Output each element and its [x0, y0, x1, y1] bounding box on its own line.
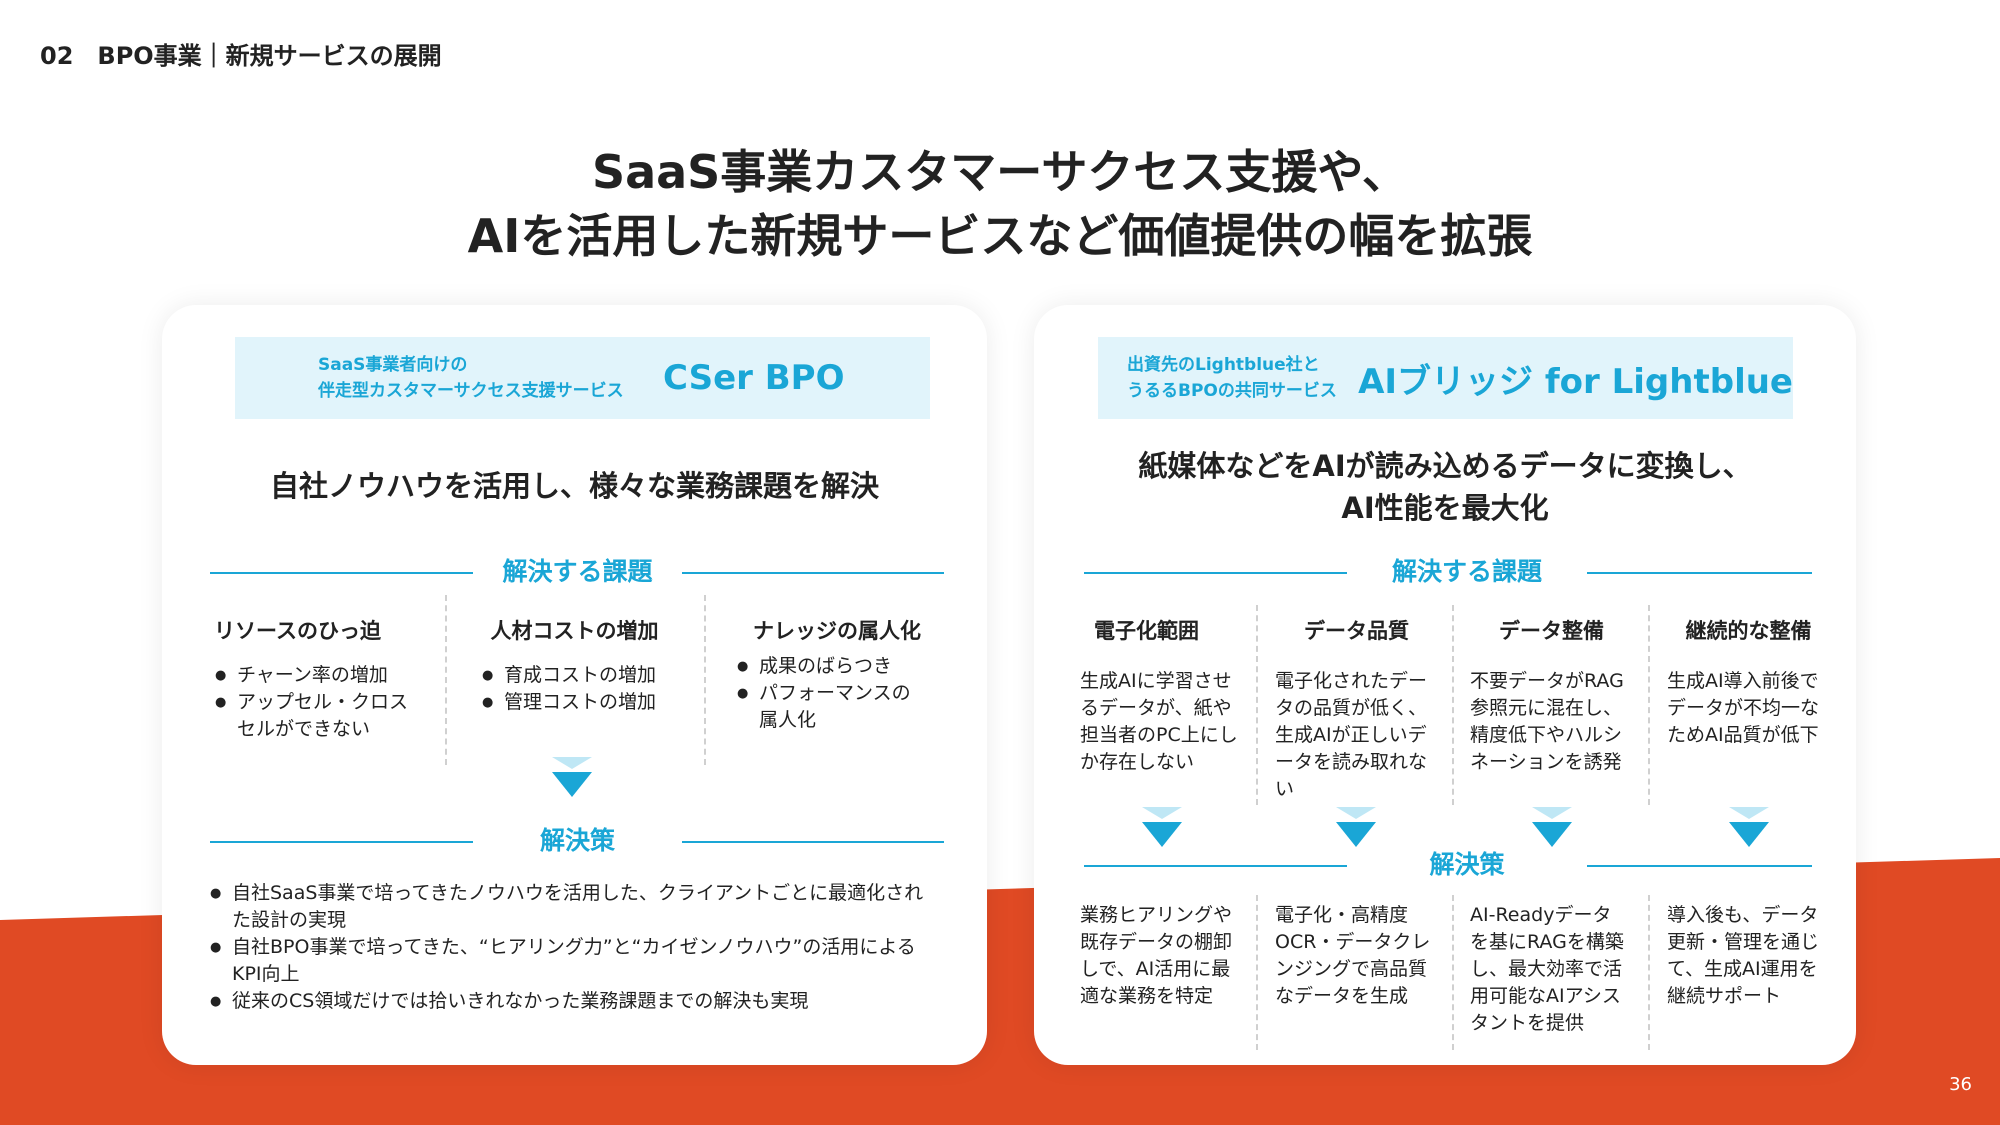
lead-text: 紙媒体などをAIが読み込めるデータに変換し、 AI性能を最大化 — [1034, 445, 1856, 529]
service-header: SaaS事業者向けの 伴走型カスタマーサクセス支援サービス CSer BPO — [235, 337, 930, 419]
service-subtitle: SaaS事業者向けの 伴走型カスタマーサクセス支援サービス — [318, 352, 663, 404]
list-item: チャーン率の増加 — [215, 662, 415, 689]
column-divider — [1256, 605, 1258, 805]
divider-line — [682, 572, 944, 574]
list-item: アップセル・クロスセルができない — [215, 689, 415, 743]
divider-line — [210, 841, 473, 843]
page-number: 36 — [1949, 1074, 1972, 1095]
solution-description: 導入後も、データ更新・管理を通じて、生成AI運用を継続サポート — [1667, 904, 1820, 1007]
down-arrow-icon — [1336, 807, 1376, 847]
column-divider — [704, 595, 706, 765]
solution-description: 業務ヒアリングや既存データの棚卸しで、AI活用に最適な業務を特定 — [1080, 904, 1233, 1007]
divider-line — [210, 572, 473, 574]
divider-line — [682, 841, 944, 843]
list-item: 成果のばらつき — [737, 653, 912, 680]
solution-bullets: 自社SaaS事業で培ってきたノウハウを活用した、クライアントごとに最適化された設… — [210, 880, 930, 1015]
issue-title: データ整備 — [1499, 619, 1604, 643]
column-divider — [445, 595, 447, 765]
column-divider — [1452, 895, 1454, 1050]
down-arrow-icon — [552, 757, 592, 797]
down-arrow-icon — [1142, 807, 1182, 847]
issue-title: 継続的な整備 — [1685, 619, 1812, 643]
divider-line — [1587, 572, 1812, 574]
issue-description: 生成AIに学習させるデータが、紙や担当者のPC上にしか存在しない — [1080, 670, 1238, 773]
list-item: 自社BPO事業で培ってきた、“ヒアリング力”と“カイゼンノウハウ”の活用によるK… — [210, 934, 930, 988]
lead-line1: 紙媒体などをAIが読み込めるデータに変換し、 — [1138, 449, 1752, 483]
service-subtitle-line1: 出資先のLightblue社と — [1127, 355, 1320, 375]
issue-description: 電子化されたデータの品質が低く、生成AIが正しいデータを読み取れない — [1275, 670, 1428, 800]
service-name: CSer BPO — [663, 358, 845, 398]
list-item: 管理コストの増加 — [482, 689, 682, 716]
down-arrow-icon — [1729, 807, 1769, 847]
solution-description: 電子化・高精度OCR・データクレンジングで高品質なデータを生成 — [1275, 904, 1431, 1007]
page-title-line1: SaaS事業カスタマーサクセス支援や、 — [591, 145, 1409, 199]
issue-bullets: 育成コストの増加 管理コストの増加 — [482, 662, 682, 716]
issue-bullets: チャーン率の増加 アップセル・クロスセルができない — [215, 662, 415, 743]
cser-bpo-card: SaaS事業者向けの 伴走型カスタマーサクセス支援サービス CSer BPO 自… — [162, 305, 987, 1065]
service-header: 出資先のLightblue社と うるるBPOの共同サービス AIブリッジ for… — [1098, 337, 1793, 419]
issue-title: 人材コストの増加 — [490, 619, 659, 643]
service-subtitle: 出資先のLightblue社と うるるBPOの共同サービス — [1127, 352, 1358, 404]
lead-line2: AI性能を最大化 — [1341, 491, 1549, 525]
section-title-issues: 解決する課題 — [502, 557, 653, 586]
service-subtitle-line2: 伴走型カスタマーサクセス支援サービス — [318, 381, 624, 401]
column-divider — [1648, 605, 1650, 805]
service-subtitle-line1: SaaS事業者向けの — [318, 355, 468, 375]
list-item: パフォーマンスの属人化 — [737, 680, 912, 734]
issue-title: リソースのひっ迫 — [214, 619, 381, 643]
list-item: 従来のCS領域だけでは拾いきれなかった業務課題までの解決も実現 — [210, 988, 930, 1015]
issue-title: ナレッジの属人化 — [753, 619, 921, 643]
issue-description: 不要データがRAG参照元に混在し、精度低下やハルシネーションを誘発 — [1470, 670, 1624, 773]
down-arrow-icon — [1532, 807, 1572, 847]
page-title-line2: AIを活用した新規サービスなど価値提供の幅を拡張 — [467, 209, 1533, 263]
issue-title: データ品質 — [1304, 619, 1409, 643]
page-title: SaaS事業カスタマーサクセス支援や、 AIを活用した新規サービスなど価値提供の… — [0, 140, 2000, 268]
list-item: 育成コストの増加 — [482, 662, 682, 689]
ai-bridge-card: 出資先のLightblue社と うるるBPOの共同サービス AIブリッジ for… — [1034, 305, 1856, 1065]
issue-description: 生成AI導入前後でデータが不均一なためAI品質が低下 — [1667, 670, 1820, 746]
issue-title: 電子化範囲 — [1094, 619, 1199, 643]
column-divider — [1452, 605, 1454, 805]
section-title-issues: 解決する課題 — [1391, 557, 1542, 586]
list-item: 自社SaaS事業で培ってきたノウハウを活用した、クライアントごとに最適化された設… — [210, 880, 930, 934]
lead-text: 自社ノウハウを活用し、様々な業務課題を解決 — [269, 469, 879, 503]
solution-description: AI-Readyデータを基にRAGを構築し、最大効率で活用可能なAIアシスタント… — [1470, 904, 1624, 1034]
column-divider — [1256, 895, 1258, 1050]
column-divider — [1648, 895, 1650, 1050]
service-subtitle-line2: うるるBPOの共同サービス — [1127, 381, 1337, 401]
divider-line — [1084, 865, 1347, 867]
issue-bullets: 成果のばらつき パフォーマンスの属人化 — [737, 653, 912, 734]
section-title-solution: 解決策 — [1429, 850, 1505, 879]
divider-line — [1587, 865, 1812, 867]
service-name: AIブリッジ for Lightblue — [1358, 361, 1793, 402]
section-title-solution: 解決策 — [539, 826, 615, 855]
divider-line — [1084, 572, 1347, 574]
section-label: 02 BPO事業｜新規サービスの展開 — [40, 42, 442, 70]
